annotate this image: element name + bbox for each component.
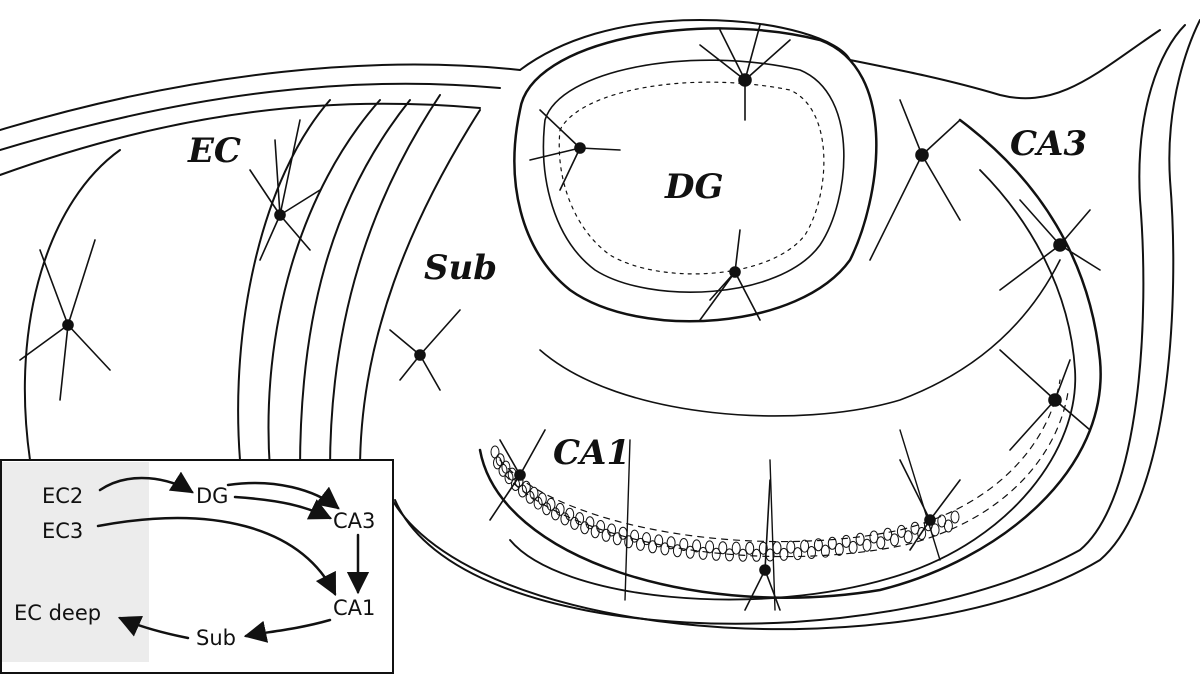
pyramidal-cell	[596, 520, 606, 533]
pyramidal-cell	[950, 510, 960, 524]
neurons	[19, 24, 1101, 611]
pyramidal-cell	[917, 527, 927, 540]
pyramidal-cell	[551, 507, 560, 521]
outer-boundary	[379, 19, 1200, 631]
pyramidal-cell	[580, 521, 590, 535]
node-ca1: CA1	[333, 596, 375, 620]
pyramidal-cell	[555, 502, 565, 516]
pyramidal-cell	[807, 546, 816, 559]
pyramidal-cell	[841, 534, 851, 548]
pyramidal-cell	[896, 524, 906, 538]
pyramidal-cell	[718, 541, 728, 555]
label-sub: Sub	[424, 248, 497, 288]
pyramidal-cell	[672, 544, 682, 558]
label-ca1: CA1	[553, 433, 630, 473]
pyramidal-cell	[705, 540, 715, 554]
pyramidal-cell	[636, 537, 645, 551]
pyramidal-cell	[698, 546, 708, 560]
pyramidal-cell	[827, 536, 837, 550]
pyramidal-cell	[731, 541, 741, 555]
pyramidal-cell	[758, 541, 768, 555]
pyramidal-cell	[883, 527, 893, 541]
node-sub: Sub	[196, 626, 236, 650]
node-ec-deep: EC deep	[14, 601, 101, 625]
cornu-ammonis	[478, 118, 1102, 611]
pyramidal-cell	[570, 516, 580, 530]
pyramidal-cell-layer	[490, 445, 960, 562]
circuit-arrows	[96, 471, 370, 643]
pyramidal-cell	[542, 502, 552, 516]
pyramidal-cell	[607, 523, 617, 537]
pyramidal-cell	[943, 519, 953, 533]
pyramidal-cell	[711, 547, 721, 561]
pyramidal-cell	[862, 538, 872, 552]
pyramidal-cell	[876, 536, 886, 550]
pyramidal-cell	[490, 445, 500, 459]
pyramidal-cell	[529, 486, 539, 500]
pyramidal-cell	[537, 492, 547, 506]
pyramidal-cell	[752, 548, 761, 562]
pyramidal-cell	[660, 542, 670, 556]
pyramidal-cell	[834, 542, 844, 556]
node-ec3: EC3	[42, 519, 83, 543]
pyramidal-cell	[745, 541, 755, 555]
pyramidal-cell	[585, 516, 595, 530]
pyramidal-cell	[903, 530, 913, 544]
pyramidal-cell	[725, 548, 734, 562]
label-ec: EC	[187, 131, 241, 171]
pyramidal-cell	[772, 541, 782, 555]
pyramidal-cell	[890, 533, 899, 547]
pyramidal-cell	[630, 529, 640, 543]
pyramidal-cell	[869, 530, 879, 544]
pyramidal-cell	[855, 532, 865, 546]
cortex-contours	[0, 63, 521, 471]
pyramidal-cell	[575, 512, 585, 526]
pyramidal-cell	[779, 547, 789, 561]
pyramidal-cell	[666, 536, 676, 550]
pyramidal-cell	[692, 539, 702, 553]
label-ca3: CA3	[1010, 124, 1087, 164]
pyramidal-cell	[601, 528, 611, 542]
pyramidal-cell	[679, 538, 689, 551]
pyramidal-cell	[493, 456, 502, 470]
label-dg: DG	[664, 167, 724, 207]
node-ec2: EC2	[42, 484, 83, 508]
pyramidal-cell	[498, 463, 508, 477]
pyramidal-cell	[560, 512, 570, 526]
pyramidal-cell	[765, 548, 775, 562]
pyramidal-cell	[514, 474, 524, 488]
pyramidal-cell	[800, 539, 810, 553]
pyramidal-cell	[521, 480, 531, 494]
pyramidal-cell	[642, 532, 651, 546]
pyramidal-cell	[793, 547, 803, 561]
pyramidal-cell	[618, 526, 628, 540]
pyramidal-cell	[820, 544, 830, 558]
pyramidal-cell	[786, 540, 796, 554]
pyramidal-cell	[648, 540, 658, 554]
pyramidal-cell	[910, 521, 920, 535]
circuit-inset: EC2 EC3 DG CA3 CA1 EC deep Sub	[0, 459, 394, 674]
pyramidal-cell	[654, 534, 664, 548]
dentate-gyrus	[513, 27, 878, 323]
pyramidal-cell	[612, 532, 622, 546]
node-dg: DG	[196, 484, 228, 508]
pyramidal-cell	[685, 545, 695, 559]
node-ca3: CA3	[333, 509, 375, 533]
pyramidal-cell	[813, 538, 823, 552]
pyramidal-cell	[624, 535, 634, 549]
pyramidal-cell	[565, 507, 575, 521]
pyramidal-cell	[546, 497, 556, 511]
pyramidal-cell	[930, 523, 940, 537]
pyramidal-cell	[848, 540, 858, 554]
pyramidal-cell	[738, 548, 748, 562]
